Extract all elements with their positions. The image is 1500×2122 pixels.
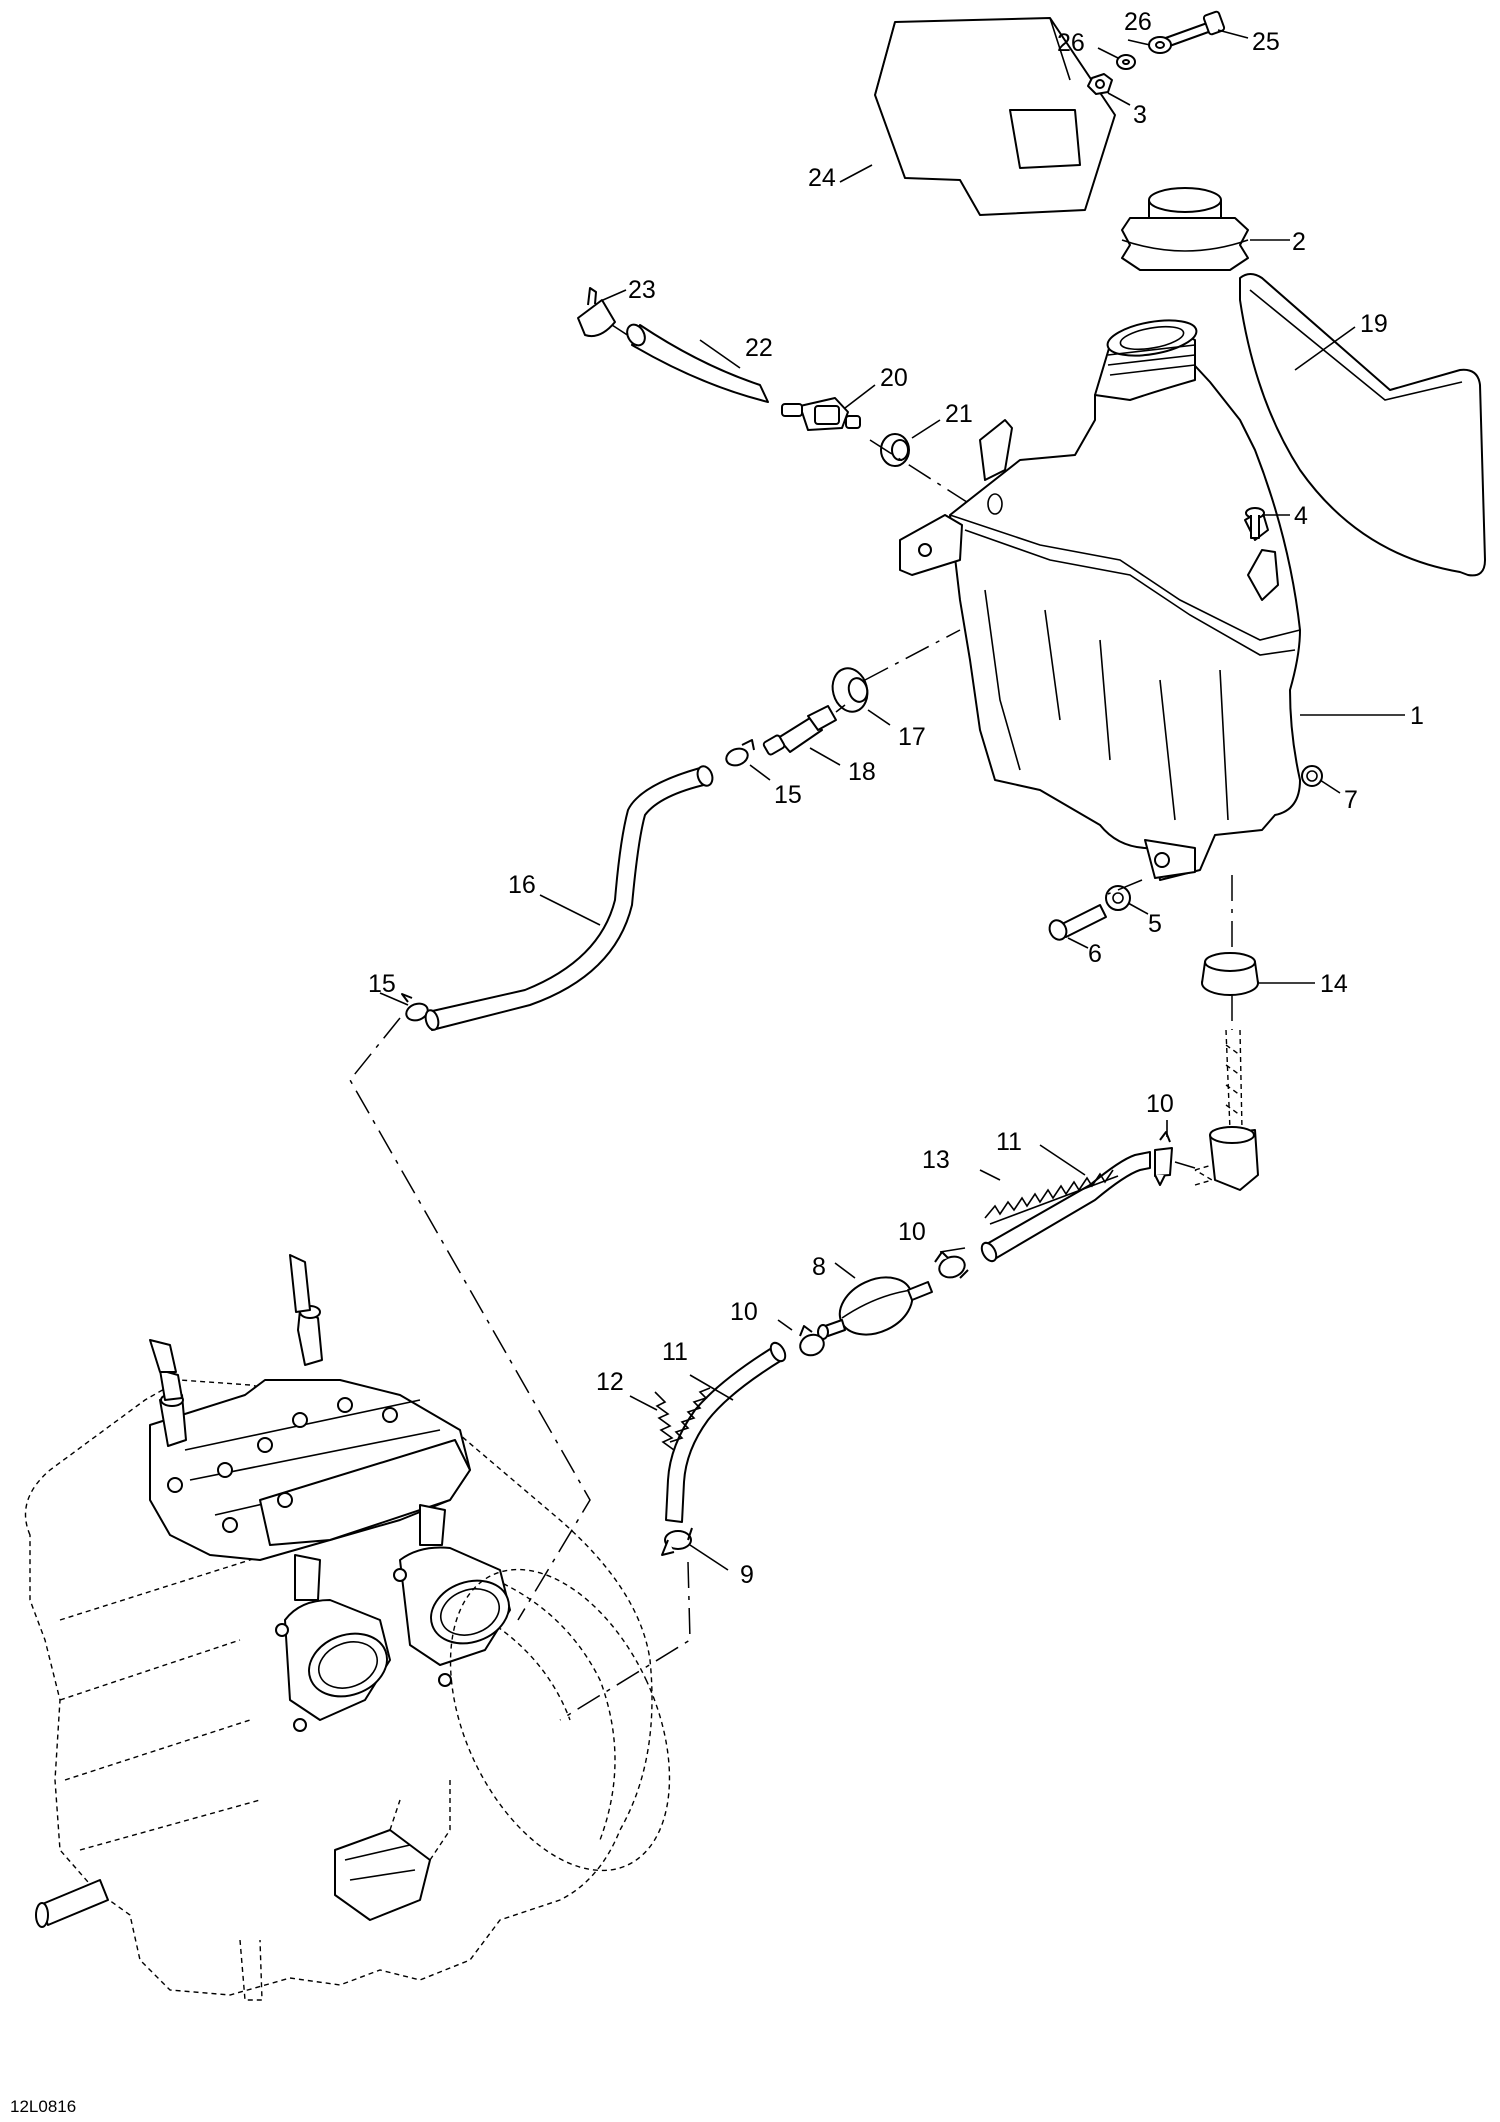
callout-14: 14 — [1320, 970, 1348, 998]
clamp-10-lower-part — [799, 1325, 825, 1357]
callouts: 1 2 3 4 5 6 7 8 9 10 10 10 11 11 12 13 1… — [368, 8, 1424, 1589]
bolt-and-washers-part — [1087, 10, 1226, 95]
callout-9: 9 — [740, 1561, 754, 1589]
lock-washer-5-part — [1105, 885, 1131, 911]
callout-4: 4 — [1294, 502, 1308, 530]
callout-5: 5 — [1148, 910, 1162, 938]
callout-3: 3 — [1133, 101, 1147, 129]
o-ring-7-part — [1301, 765, 1323, 787]
clamp-9-part — [661, 1527, 693, 1556]
callout-15-a: 15 — [774, 781, 802, 809]
diagram-code: 12L0816 — [10, 2097, 76, 2116]
callout-17: 17 — [898, 723, 926, 751]
callout-26-b: 26 — [1057, 29, 1085, 57]
callout-24: 24 — [808, 164, 836, 192]
clamp-10-middle-part — [934, 1251, 969, 1279]
clamp-10-upper-part — [1154, 1131, 1173, 1186]
oil-hose-16-part — [424, 765, 714, 1031]
callout-23: 23 — [628, 276, 656, 304]
heat-shield-part — [874, 17, 1116, 216]
grommet-17-part — [831, 667, 869, 713]
filler-cap-part — [1121, 187, 1249, 271]
callout-20: 20 — [880, 364, 908, 392]
outlet-grommet-14-part — [1201, 952, 1259, 996]
oil-strainer-part — [1194, 1029, 1259, 1191]
callout-10-c: 10 — [730, 1298, 758, 1326]
check-valve-part — [781, 397, 861, 431]
callout-1: 1 — [1410, 702, 1424, 730]
spring-12-part — [654, 1387, 711, 1451]
spring-13-part — [984, 1169, 1119, 1225]
callout-8: 8 — [812, 1253, 826, 1281]
callout-18: 18 — [848, 758, 876, 786]
tank-pad-part — [1239, 273, 1486, 577]
callout-22: 22 — [745, 334, 773, 362]
grommet-top-part — [880, 433, 910, 467]
callout-19: 19 — [1360, 310, 1388, 338]
callout-2: 2 — [1292, 228, 1306, 256]
callout-26-a: 26 — [1124, 8, 1152, 36]
leader-lines — [379, 29, 1405, 1571]
clamp-15-lower-part — [401, 993, 429, 1022]
callout-10-b: 10 — [898, 1218, 926, 1246]
callout-7: 7 — [1344, 786, 1358, 814]
bolt-6-part — [1048, 904, 1107, 941]
check-valve-8-part — [817, 1276, 933, 1340]
vent-hose-part — [626, 323, 769, 403]
callout-6: 6 — [1088, 940, 1102, 968]
callout-12: 12 — [596, 1368, 624, 1396]
callout-10-a: 10 — [1146, 1090, 1174, 1118]
oil-hose-11-lower-part — [665, 1341, 787, 1523]
callout-21: 21 — [945, 400, 973, 428]
fitting-18-part — [762, 705, 837, 756]
callout-13: 13 — [922, 1146, 950, 1174]
clamp-15-upper-part — [725, 739, 755, 767]
oil-tank-part — [899, 319, 1301, 881]
callout-15-b: 15 — [368, 970, 396, 998]
callout-25: 25 — [1252, 28, 1280, 56]
engine-reference-part — [24, 1254, 671, 2001]
callout-11-a: 11 — [996, 1128, 1022, 1156]
screw-4-part — [1245, 507, 1265, 539]
callout-16: 16 — [508, 871, 536, 899]
callout-11-b: 11 — [662, 1338, 688, 1366]
